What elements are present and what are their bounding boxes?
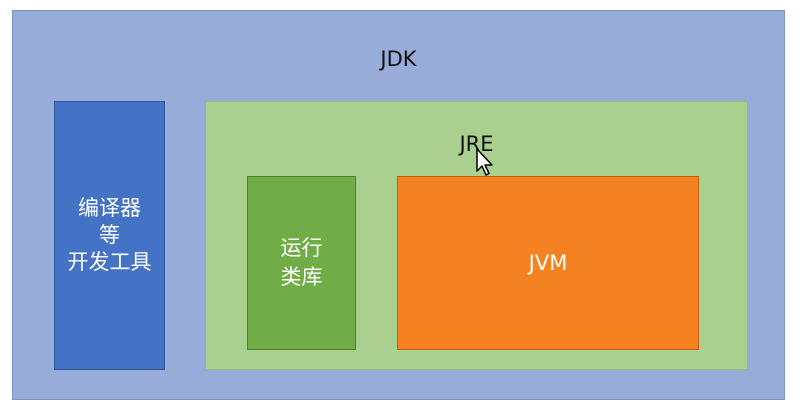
runtime-libraries-box: 运行 类库: [247, 176, 356, 350]
jdk-label: JDK: [380, 47, 417, 71]
runtime-libraries-label: 运行 类库: [280, 236, 323, 289]
jvm-label: JVM: [528, 251, 568, 275]
mouse-pointer-icon: [476, 148, 493, 176]
jvm-box: JVM: [397, 176, 699, 350]
dev-tools-label: 编译器 等 开发工具: [67, 196, 152, 274]
dev-tools-box: 编译器 等 开发工具: [54, 101, 165, 370]
